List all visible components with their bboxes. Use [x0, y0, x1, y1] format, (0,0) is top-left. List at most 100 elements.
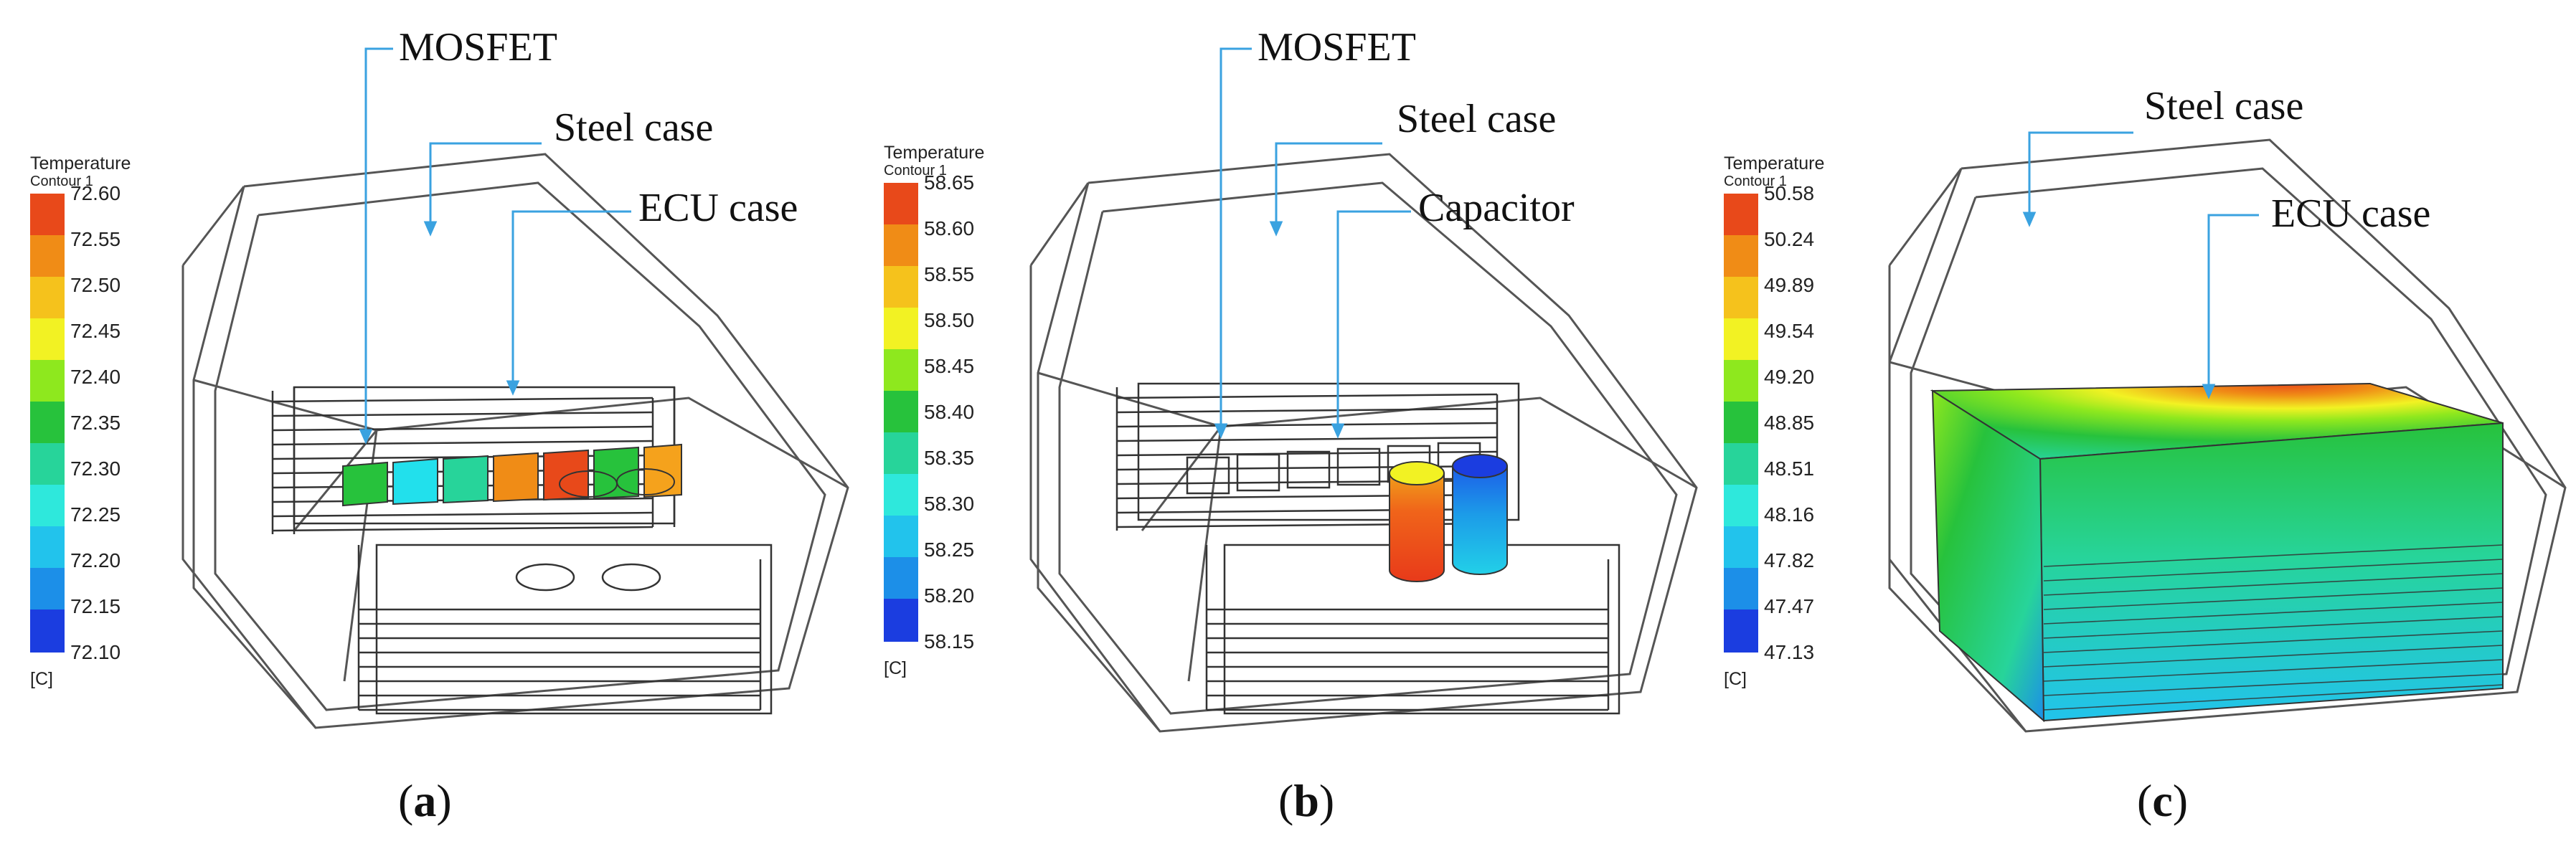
legend-color-bar	[30, 194, 65, 653]
legend-tick: 48.85	[1764, 412, 1815, 434]
legend-unit: [C]	[1724, 669, 1747, 689]
legend-subtitle: Contour 1	[884, 163, 947, 179]
legend-swatch	[1724, 526, 1758, 568]
callout-mosfet: MOSFET	[399, 25, 557, 70]
legend-tick: 72.55	[70, 228, 121, 250]
caption-b: (b)	[1278, 778, 1334, 824]
caption-letter: a	[413, 775, 437, 826]
callout-ecu-case: ECU case	[638, 186, 798, 230]
legend-swatch	[30, 568, 65, 609]
legend-swatch	[884, 391, 918, 432]
legend-subtitle: Contour 1	[30, 174, 93, 189]
legend-swatch	[30, 485, 65, 526]
legend-tick: 58.30	[924, 493, 975, 515]
legend-tick: 47.47	[1764, 595, 1815, 617]
caption-close: )	[2172, 775, 2189, 826]
legend-swatch	[884, 266, 918, 308]
legend-tick: 58.60	[924, 217, 975, 239]
legend-tick: 72.50	[70, 274, 121, 296]
legend-subtitle: Contour 1	[1724, 174, 1787, 189]
legend-tick: 48.16	[1764, 503, 1815, 526]
legend-tick: 49.54	[1764, 320, 1815, 342]
caption-c: (c)	[2137, 778, 2188, 824]
legend-tick: 50.24	[1764, 228, 1815, 250]
panel-b: Temperature Contour 1 58.65 58.60 58.55 …	[859, 0, 1717, 854]
callout-capacitor: Capacitor	[1418, 186, 1575, 230]
legend-swatch	[1724, 443, 1758, 485]
legend-swatch	[30, 609, 65, 653]
legend-swatch	[1724, 318, 1758, 360]
panel-a: Temperature Contour 1 72.60 72.55 72.50 …	[0, 0, 859, 854]
legend-swatch	[884, 474, 918, 516]
legend-tick: 72.15	[70, 595, 121, 617]
temperature-legend: Temperature Contour 1 58.65 58.60 58.55 …	[884, 143, 999, 703]
panel-c-geometry	[1888, 131, 2567, 733]
legend-tick: 72.40	[70, 366, 121, 388]
panel-b-geometry	[1029, 47, 1698, 733]
legend-tick: 58.25	[924, 539, 975, 561]
caption-letter: c	[2152, 775, 2173, 826]
legend-tick: 72.60	[70, 182, 121, 204]
legend-tick: 72.30	[70, 457, 121, 480]
legend-swatch	[1724, 485, 1758, 526]
legend-swatch	[884, 224, 918, 266]
legend-swatch	[884, 349, 918, 391]
legend-swatch	[884, 599, 918, 642]
callout-steel-case: Steel case	[554, 105, 714, 150]
legend-tick: 72.45	[70, 320, 121, 342]
legend-swatch	[884, 557, 918, 599]
legend-swatch	[884, 432, 918, 474]
legend-swatch	[30, 360, 65, 402]
callout-steel-case: Steel case	[1397, 97, 1557, 141]
legend-swatch	[884, 183, 918, 224]
legend-tick: 72.35	[70, 412, 121, 434]
legend-swatch	[30, 402, 65, 443]
legend-tick: 58.40	[924, 401, 975, 423]
legend-tick: 49.89	[1764, 274, 1815, 296]
legend-tick: 58.20	[924, 584, 975, 607]
legend-swatch	[30, 235, 65, 277]
legend-swatch	[30, 277, 65, 318]
legend-tick: 58.50	[924, 309, 975, 331]
caption-close: )	[436, 775, 452, 826]
caption-open: (	[2137, 775, 2153, 826]
legend-swatch	[30, 318, 65, 360]
legend-unit: [C]	[30, 669, 53, 689]
legend-title: Temperature	[884, 143, 985, 163]
legend-unit: [C]	[884, 658, 907, 678]
legend-swatch	[1724, 194, 1758, 235]
legend-swatch	[30, 443, 65, 485]
panel-c: Temperature Contour 1 50.58 50.24 49.89 …	[1717, 0, 2576, 854]
legend-tick: 72.20	[70, 549, 121, 571]
legend-tick: 72.10	[70, 641, 121, 663]
legend-swatch	[1724, 609, 1758, 653]
legend-tick: 48.51	[1764, 457, 1815, 480]
legend-tick: 58.45	[924, 355, 975, 377]
caption-open: (	[1278, 775, 1294, 826]
legend-tick: 50.58	[1764, 182, 1815, 204]
temperature-legend: Temperature Contour 1 72.60 72.55 72.50 …	[30, 154, 145, 713]
legend-swatch	[30, 526, 65, 568]
legend-tick: 58.55	[924, 263, 975, 285]
legend-tick: 58.65	[924, 171, 975, 194]
legend-swatch	[1724, 402, 1758, 443]
legend-title: Temperature	[30, 153, 131, 174]
callout-steel-case: Steel case	[2144, 84, 2304, 128]
caption-letter: b	[1293, 775, 1319, 826]
legend-color-bar	[1724, 194, 1758, 653]
caption-close: )	[1318, 775, 1335, 826]
legend-swatch	[1724, 235, 1758, 277]
legend-tick: 58.15	[924, 630, 975, 653]
callout-mosfet: MOSFET	[1258, 25, 1416, 70]
legend-swatch	[884, 516, 918, 557]
panel-a-geometry	[181, 47, 849, 729]
legend-swatch	[1724, 360, 1758, 402]
legend-title: Temperature	[1724, 153, 1825, 174]
temperature-legend: Temperature Contour 1 50.58 50.24 49.89 …	[1724, 154, 1839, 713]
legend-tick: 47.82	[1764, 549, 1815, 571]
legend-tick: 47.13	[1764, 641, 1815, 663]
caption-open: (	[398, 775, 414, 826]
callout-ecu-case: ECU case	[2271, 191, 2431, 236]
legend-swatch	[884, 308, 918, 349]
caption-a: (a)	[398, 778, 452, 824]
